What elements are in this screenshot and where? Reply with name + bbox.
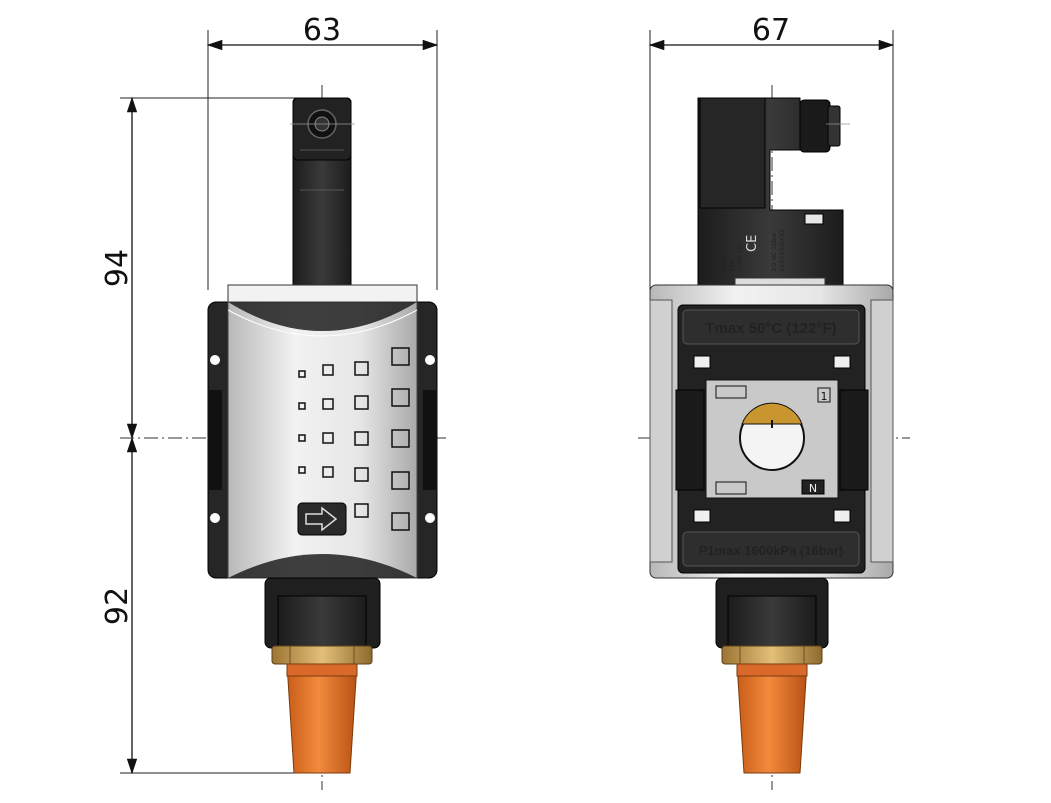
coil-print-5: XXXXXX/XXXX (779, 229, 786, 272)
port-number-label: 1 (821, 390, 828, 403)
ce-mark: CE (745, 235, 760, 252)
side-width-label: 67 (752, 13, 790, 48)
coil-print-3: 100% ED (737, 244, 744, 272)
coil-print-4: 3/2 NC 10bar (771, 232, 778, 272)
lower-height-label: 92 (100, 587, 135, 625)
p1max-label: P1max 1600kPa (16bar) (699, 543, 844, 558)
solenoid-connector-front (290, 97, 355, 289)
coil-print-1: XXXXX (721, 251, 728, 272)
flow-arrow-icon (297, 502, 347, 536)
valve-body-side: Tmax 50°C (122°F) 1 N P1max 1600kPa (16b… (649, 284, 894, 579)
upper-height-label: 94 (100, 249, 135, 287)
dimension-side-width: 67 (648, 13, 895, 290)
dimension-lower-height: 92 (100, 436, 300, 775)
silencer-front (286, 663, 358, 774)
tmax-label: Tmax 50°C (122°F) (705, 320, 836, 337)
front-width-label: 63 (303, 13, 341, 48)
vent-pattern (298, 347, 410, 531)
side-view: XXXXX 24V 100% ED 3/2 NC 10bar XXXXXX/XX… (649, 97, 894, 774)
silencer-side (736, 663, 808, 774)
solenoid-coil-side: XXXXX 24V 100% ED 3/2 NC 10bar XXXXXX/XX… (697, 97, 850, 286)
top-plate (227, 284, 418, 304)
front-view (207, 97, 438, 774)
n-mark-label: N (809, 482, 817, 495)
exhaust-port-front (264, 577, 381, 665)
exhaust-port-side (715, 577, 829, 665)
sight-glass (739, 402, 805, 471)
coil-print-2: 24V (729, 259, 736, 272)
dimension-front-width: 63 (206, 13, 439, 290)
dimension-upper-height: 94 (100, 96, 300, 440)
